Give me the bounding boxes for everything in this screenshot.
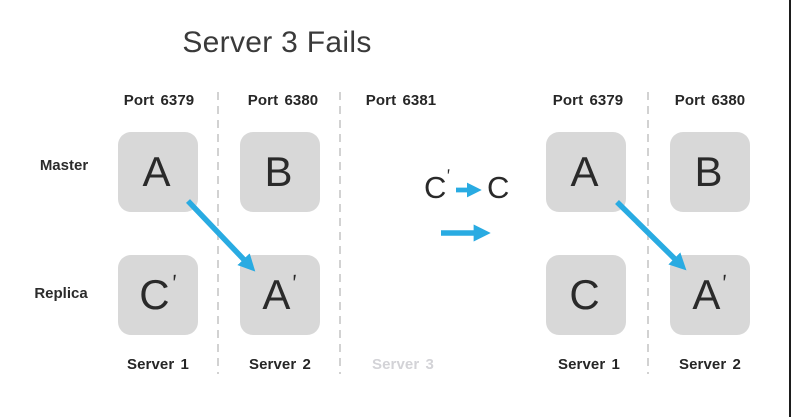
server-label-1-left: Server 1 <box>126 356 190 373</box>
node-letter: C <box>139 271 170 318</box>
server-label-2-right: Server 2 <box>678 356 742 373</box>
transition-to-letter: C <box>487 170 510 205</box>
node-box-left-replica-c-prime: C′ <box>118 255 198 335</box>
port-label-left-6379: Port 6379 <box>123 92 195 109</box>
node-letter: A <box>142 148 171 195</box>
node-prime-mark: ′ <box>292 269 299 296</box>
port-label-left-6381: Port 6381 <box>365 92 437 109</box>
replication-arrow-left <box>186 199 256 272</box>
port-label-right-6380: Port 6380 <box>674 92 746 109</box>
node-prime-mark: ′ <box>722 269 729 296</box>
node-box-right-replica-c: C <box>546 255 626 335</box>
port-label-right-6379: Port 6379 <box>552 92 624 109</box>
node-box-right-master-b: B <box>670 132 750 212</box>
column-divider <box>339 92 341 374</box>
server-label-1-right: Server 1 <box>557 356 621 373</box>
node-prime-mark: ′ <box>171 269 178 296</box>
diagram-title: Server 3 Fails <box>182 26 372 59</box>
server-label-3-failed: Server 3 <box>371 356 435 373</box>
node-letter: C <box>569 271 600 318</box>
node-letter: B <box>694 148 723 195</box>
node-letter: B <box>264 148 293 195</box>
master-row-label: Master <box>39 157 89 174</box>
node-box-left-master-b: B <box>240 132 320 212</box>
page-edge-border <box>789 0 791 417</box>
server-label-2-left: Server 2 <box>248 356 312 373</box>
node-letter: A <box>262 271 291 318</box>
transition-from-letter: C <box>424 170 447 205</box>
replica-row-label: Replica <box>34 285 88 302</box>
column-divider <box>647 92 649 374</box>
node-letter: A <box>570 148 599 195</box>
transition-from-prime-mark: ′ <box>446 165 452 186</box>
node-box-left-master-a: A <box>118 132 198 212</box>
node-box-right-master-a: A <box>546 132 626 212</box>
transition-from-label: C′ <box>424 166 452 205</box>
node-box-right-replica-a-prime: A′ <box>670 255 750 335</box>
node-box-left-replica-a-prime: A′ <box>240 255 320 335</box>
node-letter: A <box>692 271 721 318</box>
transition-to-label: C <box>487 172 509 203</box>
column-divider <box>217 92 219 374</box>
port-label-left-6380: Port 6380 <box>247 92 319 109</box>
replication-arrow-right <box>615 200 687 271</box>
